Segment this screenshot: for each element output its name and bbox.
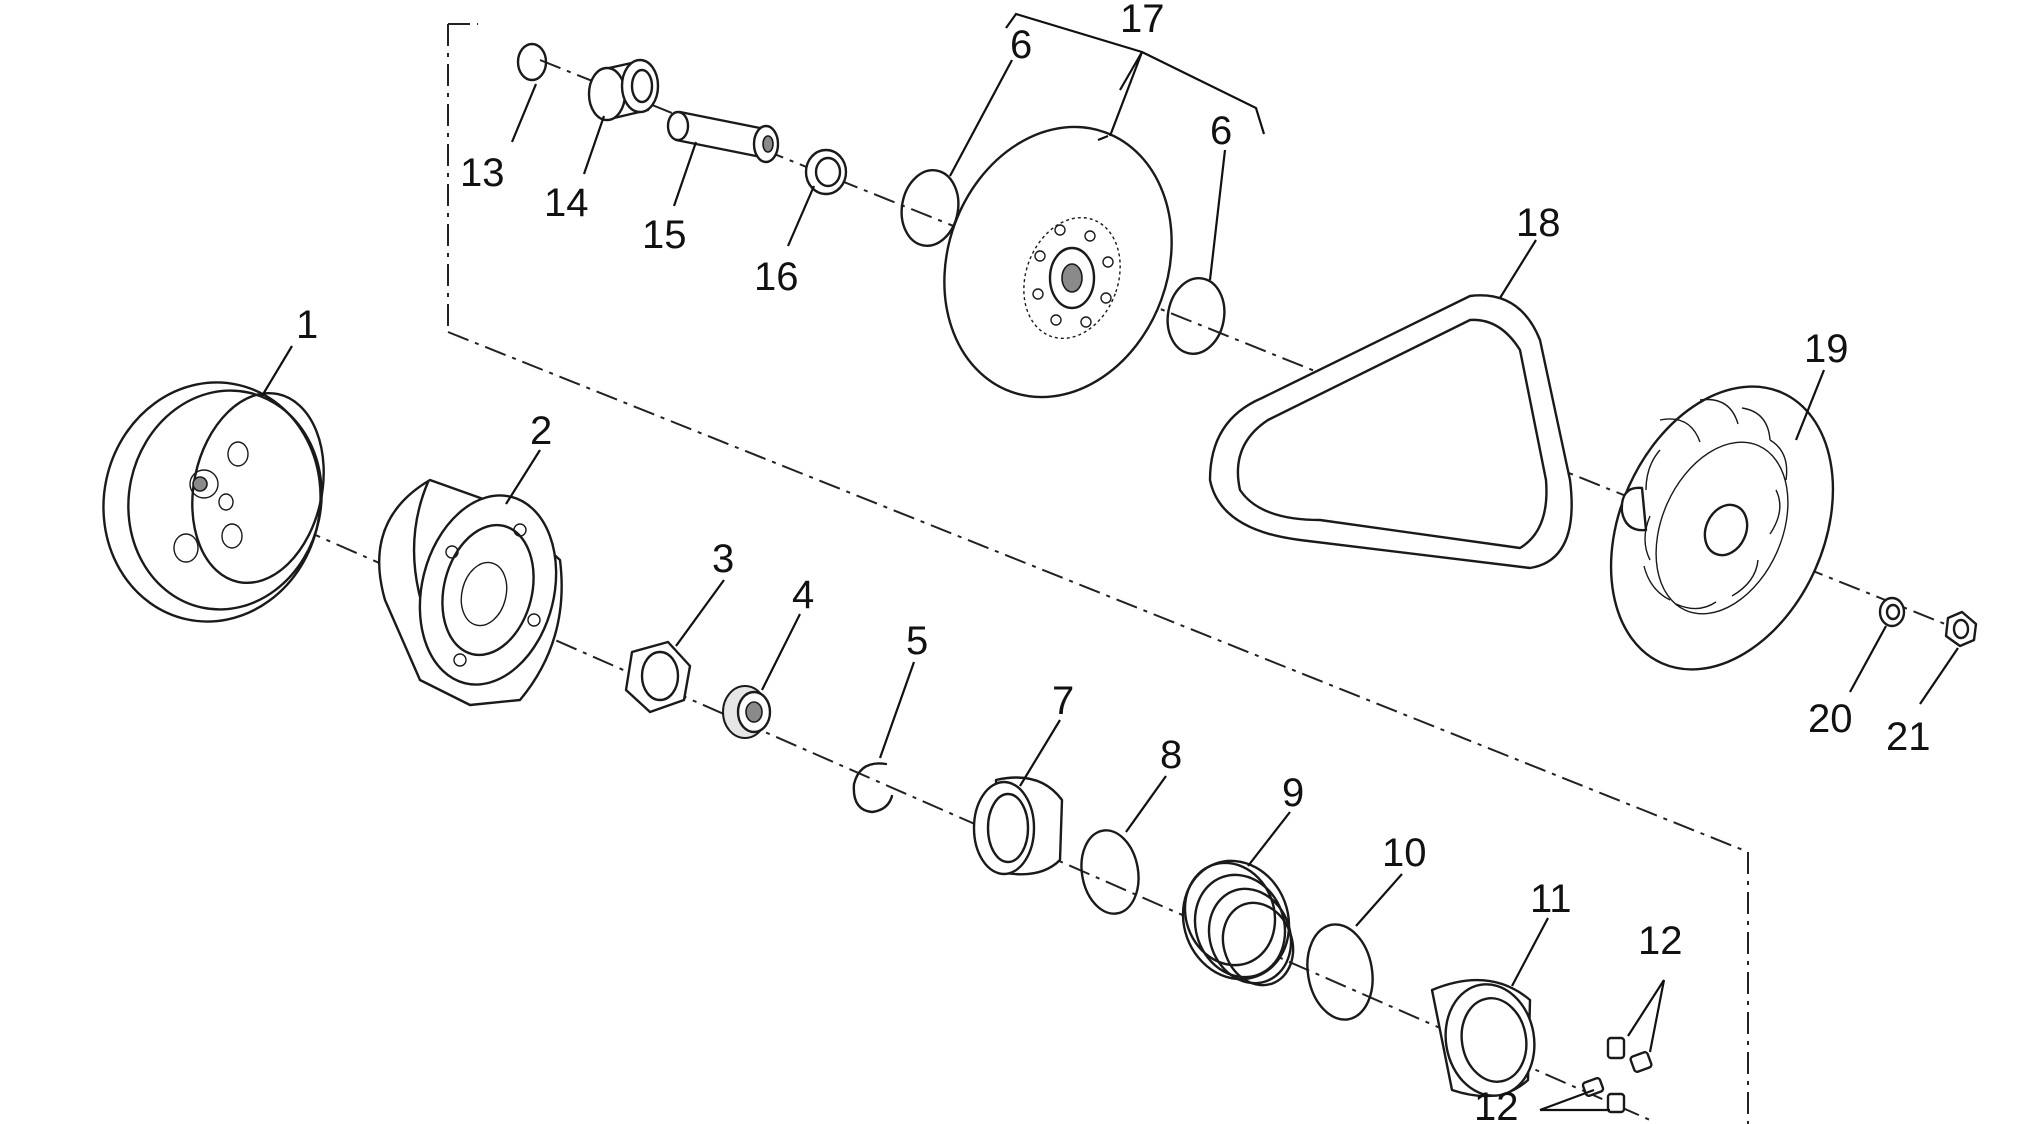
boundary-lines [447,23,1749,1124]
ring-part-13 [516,42,548,82]
callout-15: 15 [642,213,687,257]
bearing-part [722,685,772,739]
pulley-disc-part [943,125,1173,399]
callout-20: 20 [1808,697,1853,741]
callout-6-left: 6 [1010,23,1032,67]
needle-bearing-part [587,58,660,122]
callout-6-right: 6 [1210,109,1232,153]
seal-ring-parts [900,169,1226,355]
fan-pulley-part [1609,385,1835,671]
spring-part [1181,859,1295,987]
sleeve-part-11 [1430,978,1536,1098]
callout-10: 10 [1382,831,1427,875]
callout-7: 7 [1052,679,1074,723]
callout-12-top: 12 [1638,919,1683,963]
callout-18: 18 [1516,201,1561,245]
washer-part-16 [804,148,848,196]
washer-part-20 [1878,596,1906,628]
clutch-assembly-part [378,478,563,707]
callout-16: 16 [754,255,799,299]
drive-belt-part [1208,294,1573,570]
callout-labels: 1 2 3 4 5 7 8 9 10 11 12 12 13 14 15 16 … [296,0,1931,1124]
shaft-part [666,110,780,164]
callout-5: 5 [906,619,928,663]
callout-12-bottom: 12 [1474,1085,1519,1124]
callout-2: 2 [530,409,552,453]
leader-lines [261,12,1959,1112]
callout-9: 9 [1282,771,1304,815]
o-ring-part-10 [1306,923,1374,1021]
callout-1: 1 [296,303,318,347]
callout-21: 21 [1886,715,1931,759]
callout-14: 14 [544,181,589,225]
o-ring-part-8 [1080,829,1140,915]
circlip-part [852,762,894,814]
callout-11: 11 [1530,877,1572,921]
callout-17: 17 [1120,0,1165,41]
nut-part [624,640,692,714]
callout-13: 13 [460,151,505,195]
sleeve-part-7 [972,776,1064,876]
callout-8: 8 [1160,733,1182,777]
clutch-bell-part [102,381,325,623]
callout-19: 19 [1804,327,1849,371]
callout-3: 3 [712,537,734,581]
pin-parts [1581,1036,1653,1114]
nut-part-21 [1944,610,1978,648]
callout-4: 4 [792,573,814,617]
